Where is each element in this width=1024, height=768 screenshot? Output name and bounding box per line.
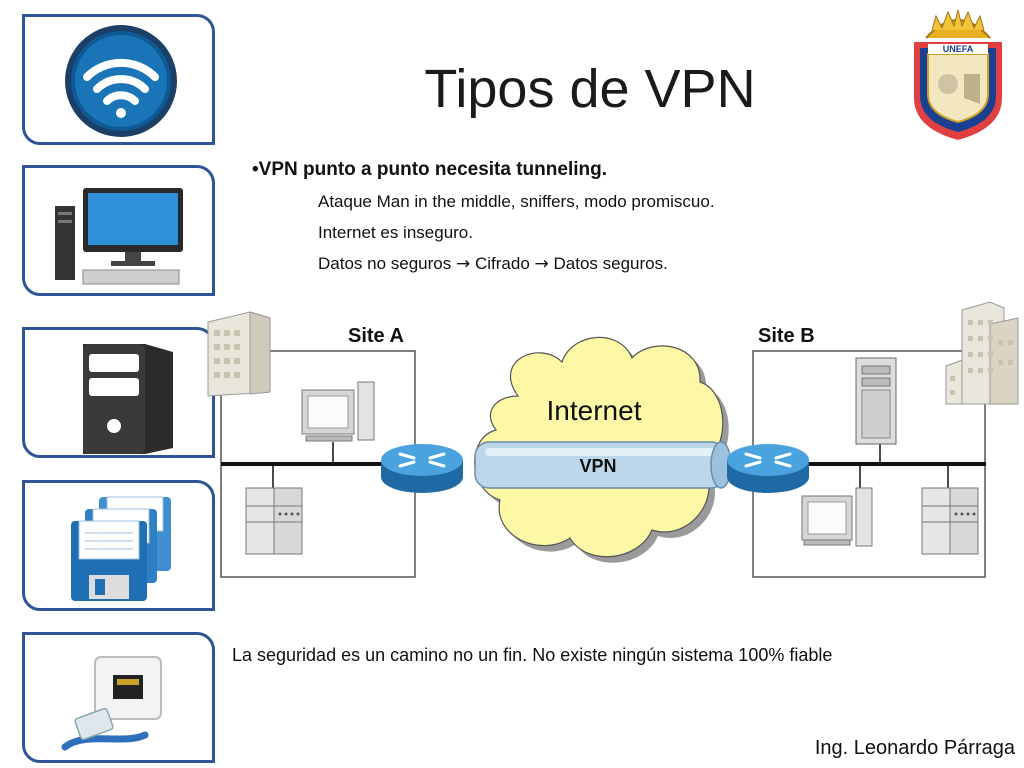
author-name: Ing. Leonardo Párraga [814,737,1015,759]
site-b-tower-icon [855,357,897,445]
building-b-icon [945,301,1019,405]
wifi-icon [65,25,177,137]
sub-line-insecure: Internet es inseguro. [318,223,473,242]
tile-computer [22,165,215,296]
ethernet-jack-icon [61,656,162,751]
router-a-icon [381,444,463,493]
site-a-workstation-icon [301,381,375,442]
arrow-right-icon: → [534,254,549,274]
tile-server [22,327,215,458]
server-tower-icon [83,344,173,454]
vpn-network-diagram: Internet VPN [207,301,1019,578]
slide-title: Tipos de VPN [424,59,756,119]
site-a-server-icon [245,487,303,555]
tile-ethernet [22,632,215,763]
site-a-label: Site A [348,325,404,347]
sub-line-flow: Datos no seguros → Cifrado → Datos segur… [318,254,668,274]
tunnel-label: VPN [579,456,616,476]
floppy-disks-icon [71,496,171,601]
cloud-label: Internet [547,395,642,426]
vpn-tunnel: VPN [474,441,732,489]
flow-step-unsecure: Datos no seguros [318,254,452,273]
flow-step-secure: Datos seguros. [553,254,668,273]
site-b-server-icon [921,487,979,555]
footer-note: La seguridad es un camino no un fin. No … [232,645,833,665]
sub-line-attacks: Ataque Man in the middle, sniffers, modo… [318,192,715,211]
site-b-workstation-icon [801,487,873,547]
building-a-icon [207,311,271,397]
tile-floppy [22,480,215,611]
tile-wifi [22,14,215,145]
unefa-logo-icon: UNEFA [914,9,1002,140]
site-b-label: Site B [758,325,815,347]
flow-step-cipher: Cifrado [474,254,530,273]
bullet-tunneling: •VPN punto a punto necesita tunneling. [252,159,607,180]
arrow-right-icon: → [455,254,471,274]
desktop-computer-icon [55,188,183,285]
logo-text: UNEFA [943,44,974,54]
router-b-icon [727,444,809,493]
